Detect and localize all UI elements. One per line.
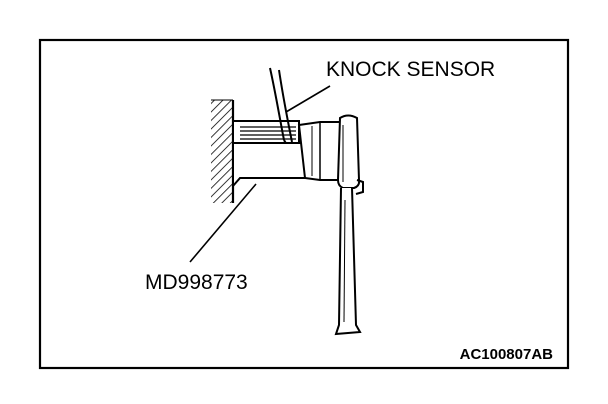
figure-frame	[38, 38, 570, 370]
sensor-leader-line	[285, 85, 331, 113]
engine-block-wall	[211, 99, 235, 203]
socket-tool	[232, 121, 346, 189]
tool-label: MD998773	[145, 271, 248, 294]
knock-sensor-label: KNOCK SENSOR	[326, 58, 495, 81]
wrench-handle	[334, 114, 364, 336]
tool-leader-line	[189, 183, 257, 263]
figure-code: AC100807AB	[460, 346, 554, 363]
